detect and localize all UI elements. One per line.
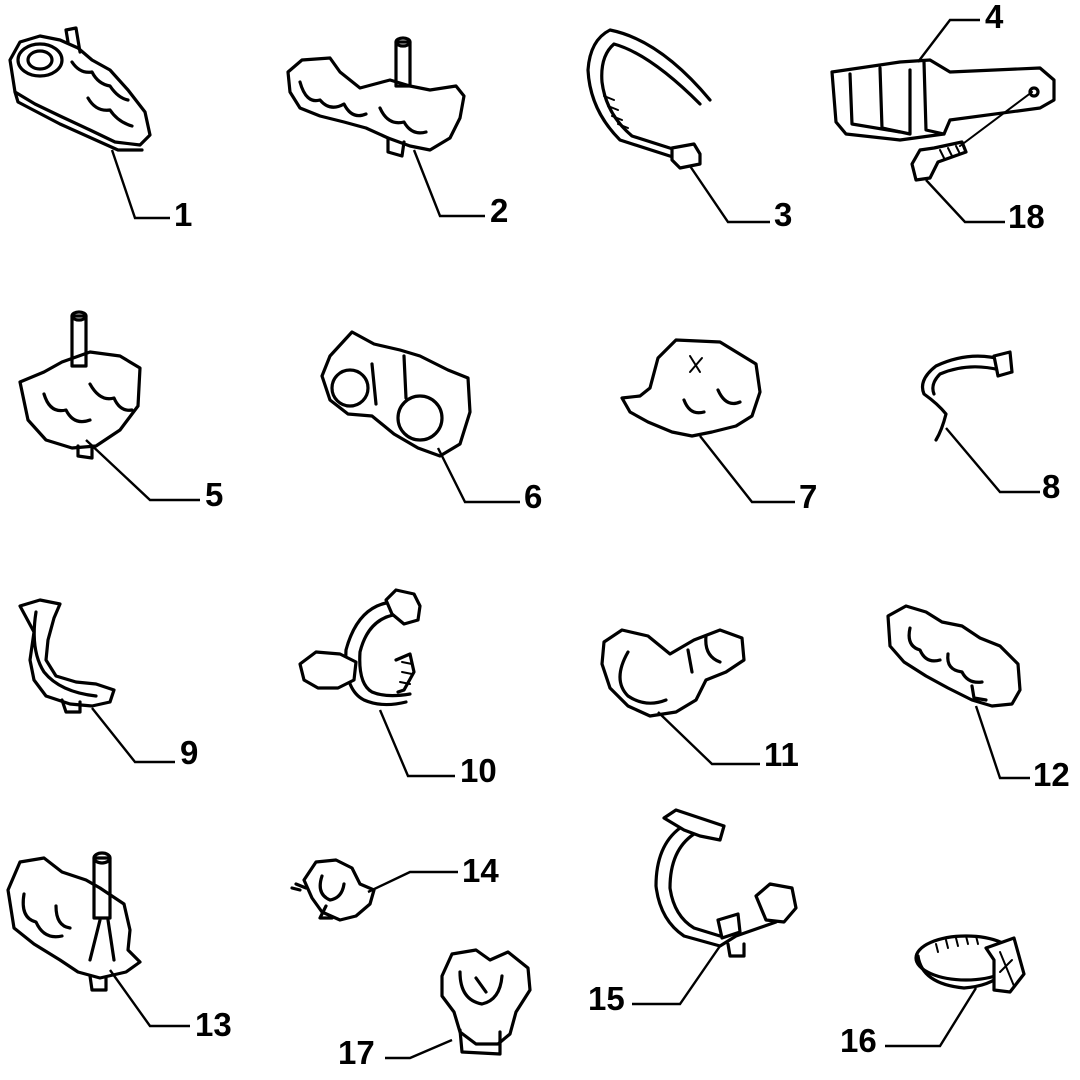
part-17-label: 17 bbox=[338, 1034, 375, 1071]
part-3-leader bbox=[689, 165, 770, 224]
part-3-label: 3 bbox=[774, 196, 792, 233]
part-15-leader bbox=[632, 945, 721, 1006]
part-11-clip bbox=[600, 628, 746, 718]
part-5-clip bbox=[18, 310, 142, 460]
part-18-label: 18 bbox=[1008, 198, 1045, 235]
part-9-label: 9 bbox=[180, 734, 198, 771]
part-4-label: 4 bbox=[985, 0, 1004, 35]
part-4-leader bbox=[917, 18, 980, 63]
part-18-leader bbox=[925, 179, 1005, 224]
part-13-label: 13 bbox=[195, 1006, 232, 1043]
part-18-screw bbox=[910, 91, 1033, 182]
part-11-label: 11 bbox=[764, 736, 799, 773]
part-9-clip bbox=[18, 598, 116, 714]
part-14-leader bbox=[367, 870, 458, 894]
part-7-label: 7 bbox=[799, 478, 817, 515]
part-12-clip bbox=[886, 604, 1022, 708]
part-2-leader bbox=[412, 149, 485, 218]
part-14-clip bbox=[290, 858, 376, 922]
part-8-strap bbox=[920, 350, 1014, 442]
part-8-label: 8 bbox=[1042, 468, 1060, 505]
part-9-leader bbox=[91, 707, 175, 764]
part-6-label: 6 bbox=[524, 478, 542, 515]
part-10-clip bbox=[298, 588, 422, 707]
part-17-grommet bbox=[440, 948, 532, 1056]
part-14-label: 14 bbox=[462, 852, 499, 889]
part-6-clip bbox=[320, 330, 472, 458]
part-16-leader bbox=[885, 987, 978, 1048]
part-3-cable-tie bbox=[586, 28, 712, 170]
part-10-leader bbox=[378, 709, 455, 778]
part-12-label: 12 bbox=[1033, 756, 1070, 793]
part-2-clip bbox=[286, 36, 466, 158]
part-7-leader bbox=[699, 435, 795, 504]
part-15-label: 15 bbox=[588, 980, 625, 1017]
part-12-leader bbox=[974, 705, 1030, 780]
part-1-clip bbox=[8, 26, 152, 152]
part-2-label: 2 bbox=[490, 192, 508, 229]
part-6-leader bbox=[436, 447, 520, 504]
part-16-label: 16 bbox=[840, 1022, 877, 1059]
part-1-leader bbox=[110, 149, 170, 220]
part-17-leader bbox=[385, 1038, 453, 1060]
part-15-bracket bbox=[654, 808, 798, 958]
part-11-leader bbox=[657, 711, 760, 766]
part-7-clip bbox=[620, 338, 762, 438]
part-5-label: 5 bbox=[205, 476, 223, 513]
part-1-label: 1 bbox=[174, 196, 192, 233]
part-10-label: 10 bbox=[460, 752, 497, 789]
part-13-clip bbox=[6, 851, 142, 992]
part-16-clamp bbox=[914, 934, 1026, 994]
part-8-leader bbox=[945, 427, 1040, 494]
part-4-bracket bbox=[830, 58, 1056, 142]
part-5-leader bbox=[85, 439, 200, 502]
part-13-leader bbox=[109, 969, 190, 1028]
